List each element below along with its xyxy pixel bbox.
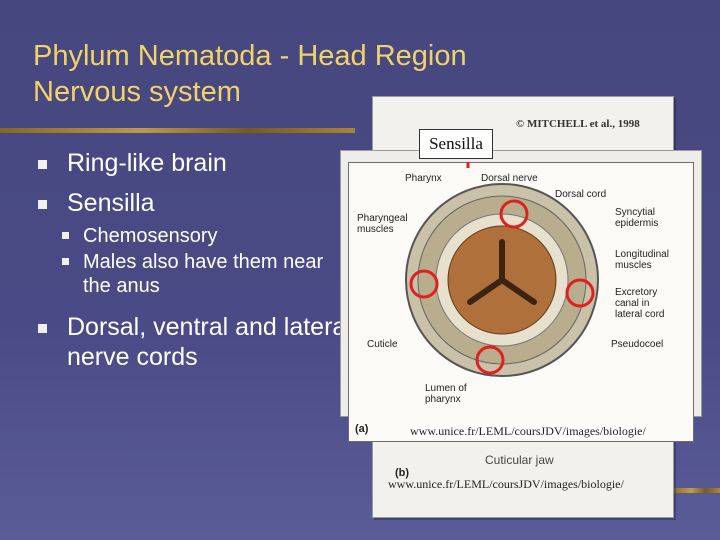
title-divider-right [672, 488, 720, 493]
bullet-item: Ring-like brain [38, 148, 357, 178]
label-pseudocoel: Pseudocoel [611, 339, 664, 350]
bullet-marker [38, 324, 47, 333]
sub-bullet-marker [62, 258, 69, 265]
cross-section-diagram [405, 162, 599, 377]
label-lumen-of-pharynx: Lumen of pharynx [425, 383, 467, 405]
sensilla-highlight-dorsal [499, 199, 529, 229]
bullet-marker [38, 200, 47, 209]
sub-bullet-item: Chemosensory [62, 224, 357, 248]
sensilla-highlight-right [565, 278, 595, 308]
title-line-2: Nervous system [33, 76, 241, 108]
label-cuticle: Cuticle [367, 339, 398, 350]
sensilla-callout: Sensilla [419, 129, 493, 159]
sub-bullet-item: Males also have them near the anus [62, 250, 357, 298]
sub-bullet-text: Males also have them near the anus [83, 251, 324, 297]
label-excretory-canal: Excretory canal in lateral cord [615, 287, 665, 320]
sub-bullet-text: Chemosensory [83, 225, 218, 247]
bullet-text: Ring-like brain [67, 149, 227, 177]
label-longitudinal-muscles: Longitudinal muscles [615, 249, 669, 271]
sensilla-highlight-ventral [475, 345, 505, 375]
sub-bullet-list: Chemosensory Males also have them near t… [38, 224, 357, 298]
slide-title: Phylum Nematoda - Head Region Nervous sy… [33, 38, 467, 110]
label-dorsal-nerve: Dorsal nerve [481, 173, 538, 184]
cuticular-jaw-label: Cuticular jaw [485, 453, 554, 467]
label-pharynx: Pharynx [405, 173, 442, 184]
bullet-text: Dorsal, ventral and lateral nerve cords [67, 313, 352, 371]
sub-bullet-marker [62, 232, 69, 239]
bullet-item: Sensilla [38, 188, 357, 218]
panel-b-label: (b) [395, 467, 410, 479]
label-pharyngeal-muscles: Pharyngeal muscles [357, 213, 408, 235]
label-dorsal-cord: Dorsal cord [555, 189, 607, 200]
title-line-1: Phylum Nematoda - Head Region [33, 40, 467, 72]
panel-a-label: (a) [355, 423, 369, 435]
sensilla-highlight-left [409, 269, 439, 299]
source-url-front: www.unice.fr/LEML/coursJDV/images/biolog… [408, 424, 648, 439]
title-divider-left [0, 128, 355, 133]
bullet-marker [38, 160, 47, 169]
label-syncytial-epidermis: Syncytial epidermis [615, 207, 659, 229]
figure-copyright: © MITCHELL et al., 1998 [516, 118, 640, 130]
bullet-list: Ring-like brain Sensilla Chemosensory Ma… [38, 148, 357, 382]
bullet-item: Dorsal, ventral and lateral nerve cords [38, 312, 357, 372]
pharynx-lumen [467, 239, 537, 305]
bullet-text: Sensilla [67, 189, 155, 217]
source-url-back: www.unice.fr/LEML/coursJDV/images/biolog… [388, 477, 624, 491]
